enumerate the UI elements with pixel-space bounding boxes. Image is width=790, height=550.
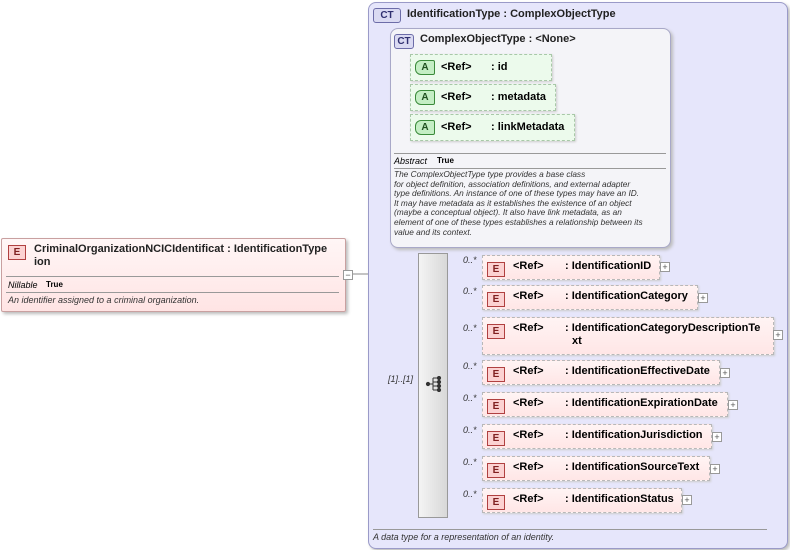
occurrence-label: 0..* — [463, 489, 477, 499]
nillable-label: Nillable — [8, 280, 38, 290]
expand-button[interactable]: + — [712, 432, 722, 442]
element-ref: <Ref> — [513, 365, 544, 377]
attribute-ref: <Ref> — [441, 91, 472, 103]
attribute-name: : linkMetadata — [491, 121, 565, 133]
expand-button[interactable]: + — [720, 368, 730, 378]
attribute-badge: A — [415, 90, 435, 105]
expand-button[interactable]: + — [710, 464, 720, 474]
attribute-name: : id — [491, 61, 508, 73]
element-name: : IdentificationCategory — [565, 290, 688, 302]
abstract-label: Abstract — [394, 156, 428, 166]
attribute-ref: <Ref> — [441, 61, 472, 73]
complex-type-badge: CT — [373, 8, 401, 23]
element-ref: <Ref> — [513, 429, 544, 441]
element-name-line2: ion — [34, 256, 51, 268]
occurrence-label: 0..* — [463, 286, 477, 296]
expand-button[interactable]: + — [660, 262, 670, 272]
element-ref: <Ref> — [513, 322, 544, 334]
expand-button[interactable]: + — [698, 293, 708, 303]
element-name: : IdentificationExpirationDate — [565, 397, 718, 409]
complex-type-title: IdentificationType : ComplexObjectType — [407, 8, 616, 20]
element-name-line1: CriminalOrganizationNCICIdentificat : Id… — [34, 243, 328, 255]
base-type-documentation: The ComplexObjectType type provides a ba… — [394, 169, 643, 237]
attribute-id[interactable]: A <Ref> : id — [410, 54, 552, 81]
expand-button[interactable]: + — [682, 495, 692, 505]
nillable-value: True — [46, 280, 63, 289]
attribute-ref: <Ref> — [441, 121, 472, 133]
element-identification-status[interactable]: E <Ref> : IdentificationStatus — [482, 488, 682, 513]
element-name: : IdentificationCategoryDescriptionTe — [565, 322, 761, 334]
element-identification-category-description-text[interactable]: E <Ref> : IdentificationCategoryDescript… — [482, 317, 774, 355]
element-badge: E — [487, 431, 505, 446]
element-badge: E — [487, 495, 505, 510]
element-identification-expiration-date[interactable]: E <Ref> : IdentificationExpirationDate — [482, 392, 728, 417]
attribute-badge: A — [415, 120, 435, 135]
base-type-badge: CT — [394, 34, 414, 49]
element-name: CriminalOrganizationNCICIdentificat : Id… — [34, 243, 327, 269]
collapse-element-button[interactable]: − — [343, 270, 353, 280]
element-name: : IdentificationStatus — [565, 493, 674, 505]
element-documentation: An identifier assigned to a criminal org… — [8, 295, 200, 305]
criminal-organization-element[interactable]: E CriminalOrganizationNCICIdentificat : … — [1, 238, 346, 312]
sequence-occurrence: [1]..[1] — [388, 374, 414, 384]
attribute-metadata[interactable]: A <Ref> : metadata — [410, 84, 556, 111]
occurrence-label: 0..* — [463, 393, 477, 403]
complex-type-documentation: A data type for a representation of an i… — [373, 532, 555, 542]
element-identification-jurisdiction[interactable]: E <Ref> : IdentificationJurisdiction — [482, 424, 712, 449]
element-ref: <Ref> — [513, 290, 544, 302]
element-badge: E — [487, 262, 505, 277]
occurrence-label: 0..* — [463, 457, 477, 467]
element-badge: E — [487, 463, 505, 478]
expand-button[interactable]: + — [773, 330, 783, 340]
element-badge: E — [8, 245, 26, 260]
sequence-compositor[interactable] — [418, 253, 448, 518]
occurrence-label: 0..* — [463, 361, 477, 371]
base-type-title: ComplexObjectType : <None> — [420, 33, 576, 45]
element-identification-category[interactable]: E <Ref> : IdentificationCategory — [482, 285, 698, 310]
element-badge: E — [487, 292, 505, 307]
element-name: : IdentificationID — [565, 260, 652, 272]
element-badge: E — [487, 399, 505, 414]
element-name: : IdentificationJurisdiction — [565, 429, 703, 441]
element-ref: <Ref> — [513, 397, 544, 409]
element-badge: E — [487, 367, 505, 382]
sequence-icon — [425, 376, 442, 392]
occurrence-label: 0..* — [463, 425, 477, 435]
occurrence-label: 0..* — [463, 255, 477, 265]
element-ref: <Ref> — [513, 260, 544, 272]
occurrence-label: 0..* — [463, 323, 477, 333]
expand-button[interactable]: + — [728, 400, 738, 410]
abstract-value: True — [437, 156, 454, 165]
attribute-badge: A — [415, 60, 435, 75]
attribute-name: : metadata — [491, 91, 547, 103]
attribute-linkmetadata[interactable]: A <Ref> : linkMetadata — [410, 114, 575, 141]
element-identification-effective-date[interactable]: E <Ref> : IdentificationEffectiveDate — [482, 360, 720, 385]
element-name: : IdentificationSourceText — [565, 461, 700, 473]
element-name-continued: xt — [572, 335, 582, 347]
element-name: : IdentificationEffectiveDate — [565, 365, 710, 377]
element-ref: <Ref> — [513, 461, 544, 473]
element-identification-id[interactable]: E <Ref> : IdentificationID — [482, 255, 660, 280]
element-badge: E — [487, 324, 505, 339]
element-identification-source-text[interactable]: E <Ref> : IdentificationSourceText — [482, 456, 710, 481]
element-ref: <Ref> — [513, 493, 544, 505]
